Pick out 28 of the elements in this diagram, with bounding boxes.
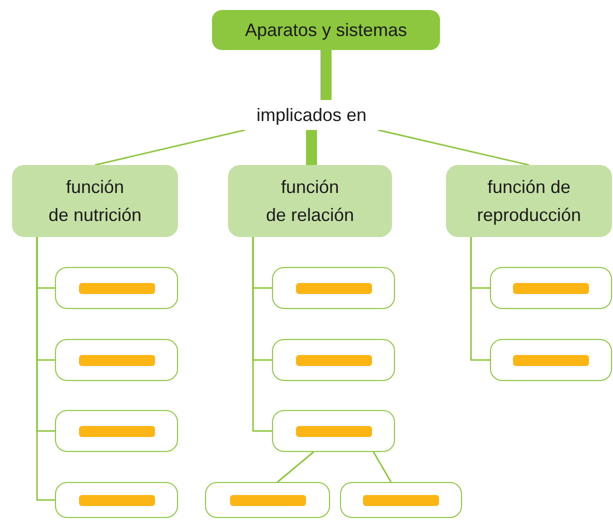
empty-box [272,410,395,452]
connector-line [470,237,490,361]
connector-line [277,451,314,483]
empty-box [272,267,395,309]
connector-line [372,452,392,482]
thick-connector [306,130,317,165]
category-box [228,165,392,237]
empty-box [205,482,330,518]
connector-line [36,237,55,501]
category-box [446,165,612,237]
node-text: función de nutrición [48,176,142,227]
empty-box [55,267,178,309]
node-text: función de relación [266,176,354,227]
empty-box [490,267,612,309]
connector-line [94,129,246,166]
empty-box [55,482,178,518]
connector-line [378,129,530,166]
thick-connector [320,50,332,100]
empty-box [55,339,178,381]
empty-box [55,410,178,452]
connector-line [252,237,272,432]
empty-box [490,339,612,381]
empty-box [272,339,395,381]
node-text: Aparatos y sistemas [244,19,408,42]
title-box [212,10,440,50]
empty-box [340,482,462,518]
category-box [12,165,178,237]
node-text: función de reproducción [476,176,582,227]
